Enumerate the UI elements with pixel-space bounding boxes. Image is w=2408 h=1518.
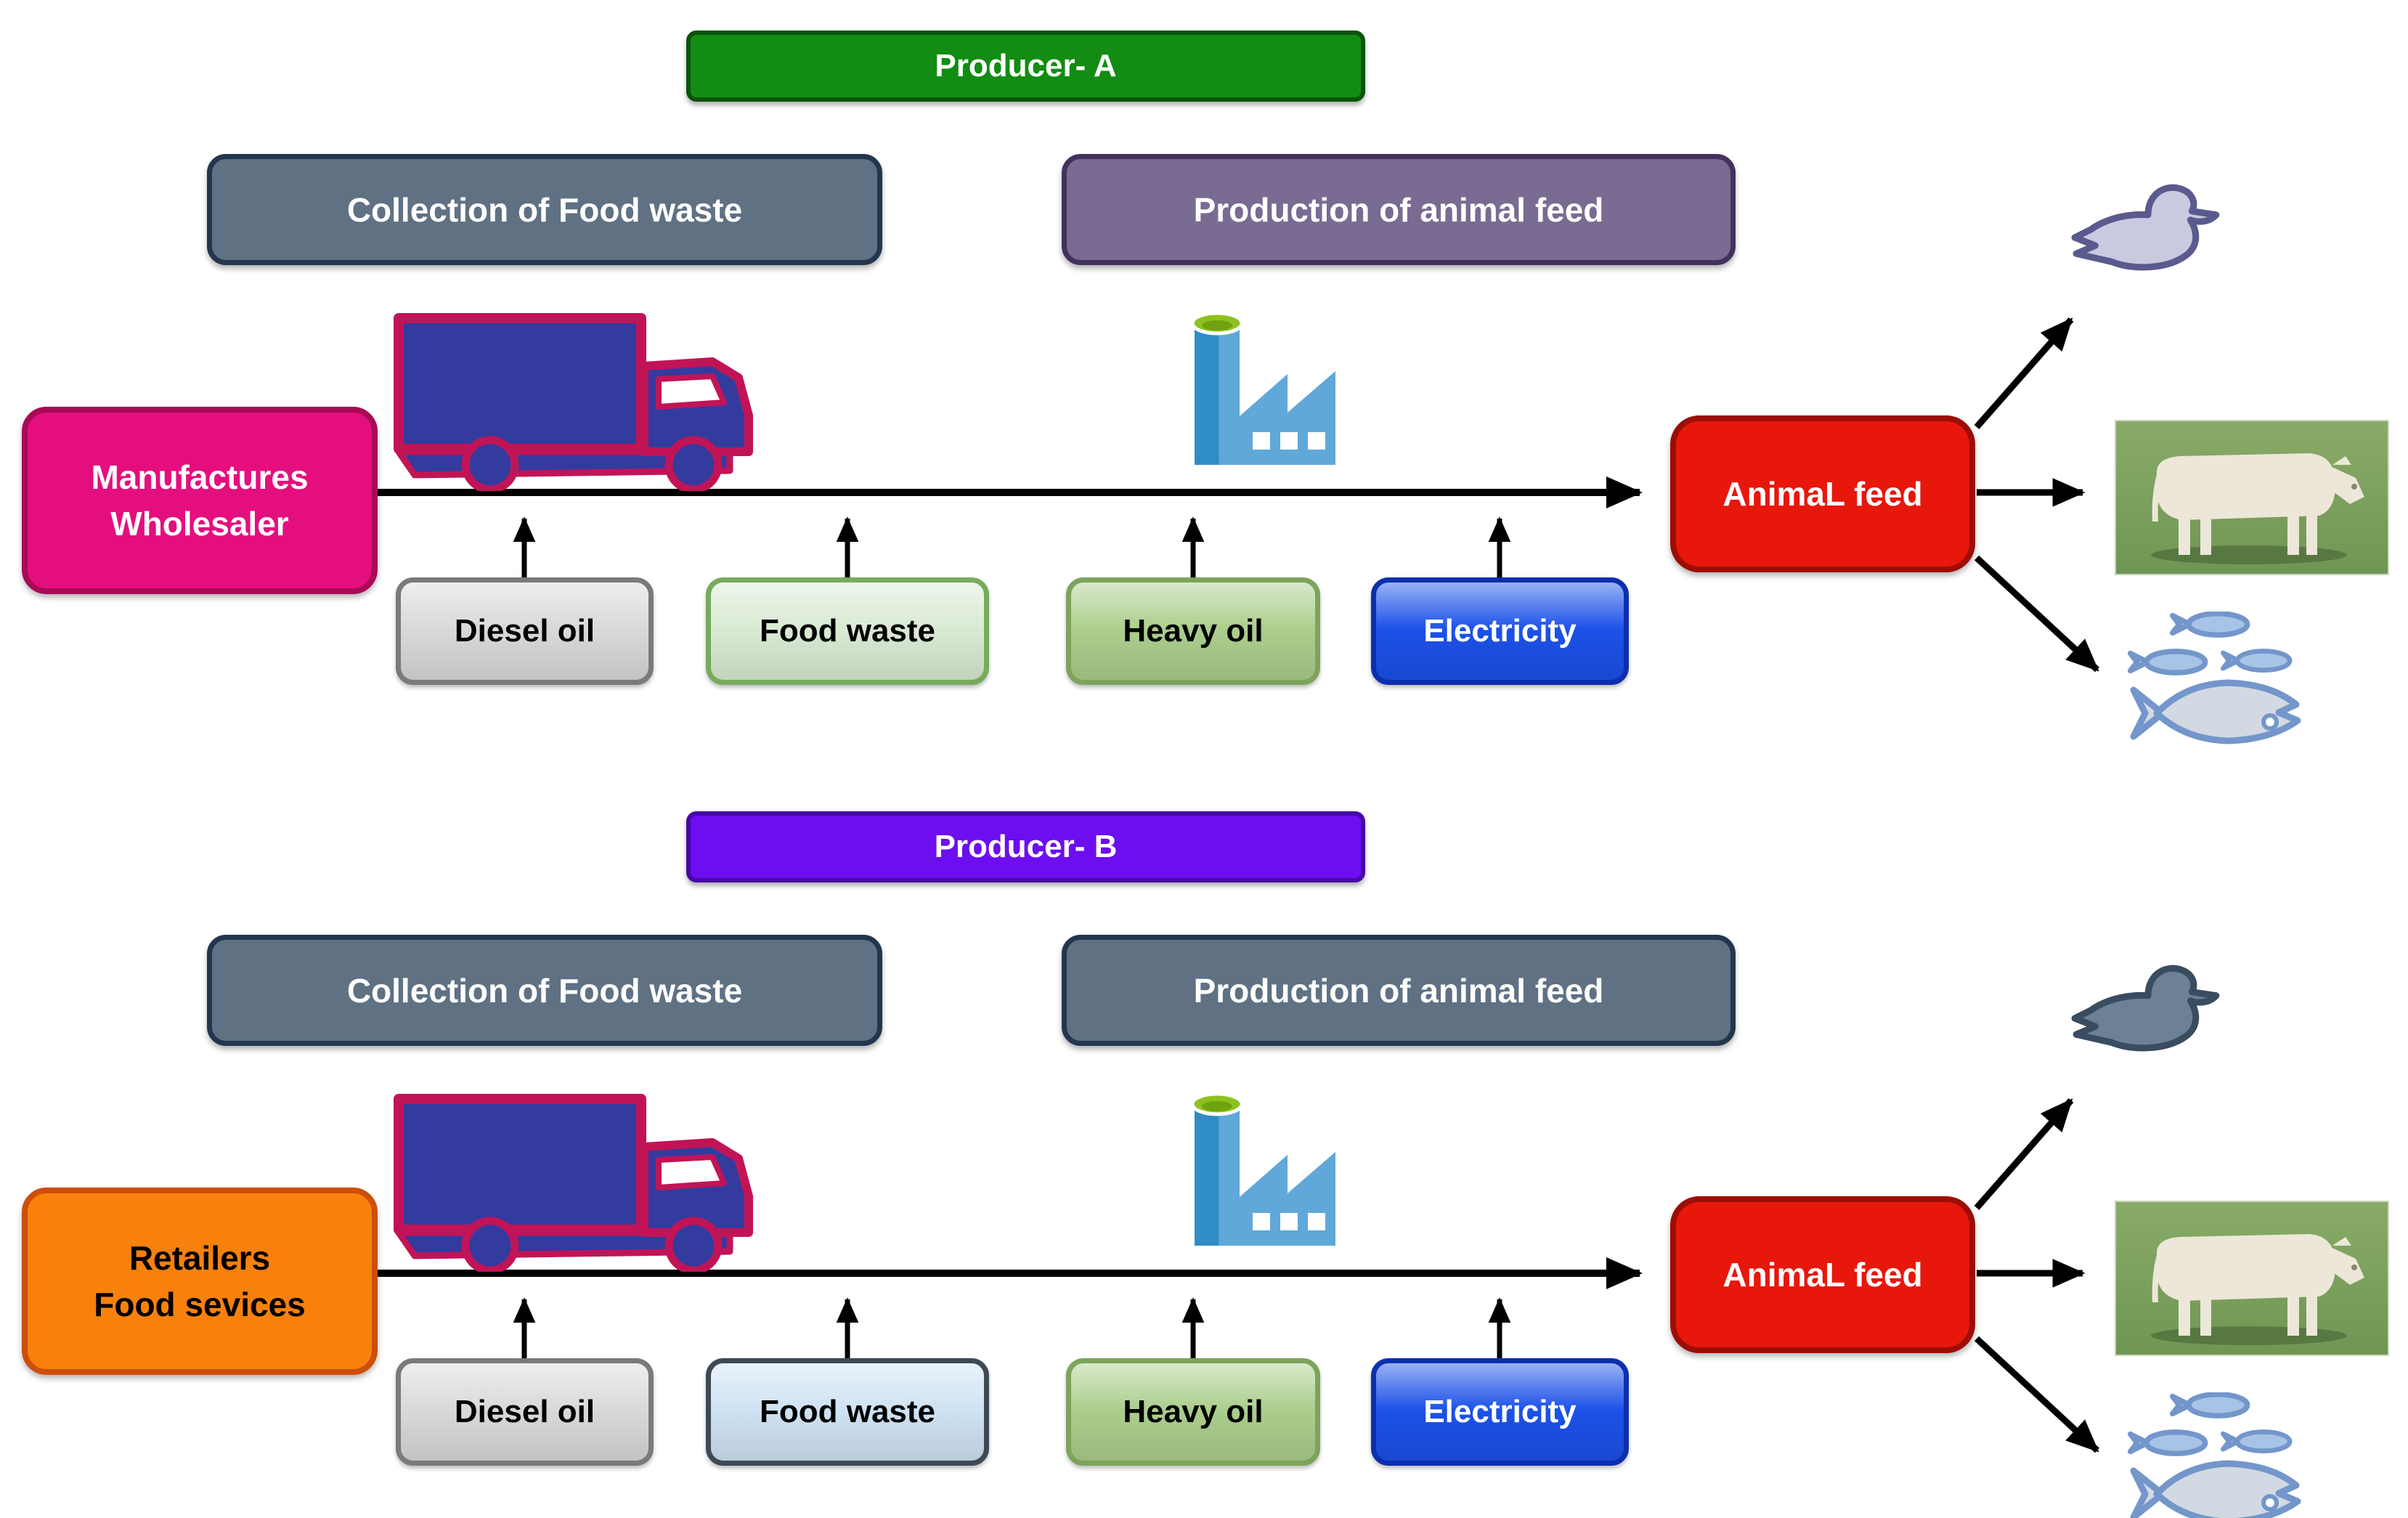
flow-arrows	[374, 1098, 2100, 1453]
collection-header: Collection of Food waste	[207, 935, 882, 1046]
fish-school-icon	[2128, 612, 2314, 753]
input-box-electricity: Electricity	[1371, 577, 1629, 685]
factory-icon	[1179, 294, 1360, 476]
collection-header: Collection of Food waste	[207, 154, 882, 265]
producer-label: Producer- A	[686, 31, 1365, 102]
producer-a-section: Producer- A Collection of Food waste Pro…	[22, 31, 2389, 753]
input-box-diesel-oil: Diesel oil	[396, 1358, 654, 1466]
cow-photo	[2115, 420, 2389, 575]
factory-icon	[1179, 1075, 1360, 1257]
input-box-diesel-oil: Diesel oil	[396, 577, 654, 685]
source-box: Manufactures Wholesaler	[22, 407, 378, 594]
producer-b-section: Producer- B Collection of Food waste Pro…	[0, 781, 2408, 1518]
source-box: Retailers Food sevices	[22, 1188, 378, 1375]
producer-label: Producer- B	[686, 811, 1365, 882]
flow-arrows	[374, 317, 2100, 673]
output-arrow-fish	[1974, 555, 2100, 673]
duck-icon	[2066, 954, 2234, 1075]
input-box-electricity: Electricity	[1371, 1358, 1629, 1466]
input-box-food-waste: Food waste	[706, 1358, 989, 1466]
input-box-heavy-oil: Heavy oil	[1066, 577, 1320, 685]
production-header: Production of animal feed	[1062, 154, 1736, 265]
output-arrow-duck	[1974, 317, 2074, 429]
input-box-heavy-oil: Heavy oil	[1066, 1358, 1320, 1466]
delivery-truck-icon	[389, 309, 781, 491]
fish-school-icon	[2128, 1392, 2314, 1518]
output-arrow-duck	[1974, 1098, 2074, 1210]
delivery-truck-icon	[389, 1090, 781, 1272]
input-box-food-waste: Food waste	[706, 577, 989, 685]
production-header: Production of animal feed	[1062, 935, 1736, 1046]
duck-icon	[2066, 173, 2234, 294]
animal-feed-box: AnimaL feed	[1670, 1196, 1975, 1353]
animal-feed-box: AnimaL feed	[1670, 415, 1975, 572]
cow-photo	[2115, 1201, 2389, 1356]
output-arrow-fish	[1974, 1336, 2100, 1453]
